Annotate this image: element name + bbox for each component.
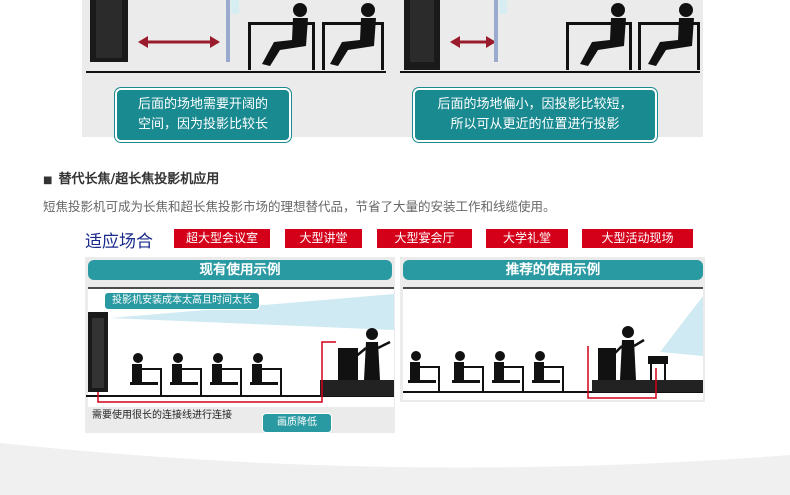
long-throw-callout: 后面的场地需要开阔的 空间，因为投影比较长 xyxy=(115,88,291,142)
venue-tag-4: 大学礼堂 xyxy=(486,229,568,248)
venue-tag-2: 大型讲堂 xyxy=(285,229,362,248)
long-throw-callout-line2: 空间，因为投影比较长 xyxy=(137,117,268,132)
current-example-header: 现有使用示例 xyxy=(88,260,392,280)
cable-length-note: 需要使用很长的连接线进行连接 xyxy=(92,410,232,421)
short-throw-callout-line1: 后面的场地偏小，因投影比较短， xyxy=(437,97,633,112)
venues-label: 适应场合 xyxy=(85,232,153,252)
top-illustration xyxy=(86,0,700,73)
short-throw-projector xyxy=(648,356,668,364)
short-throw-callout: 后面的场地偏小，因投影比较短， 所以可从更近的位置进行投影 xyxy=(413,88,657,142)
long-cable-line xyxy=(97,341,336,403)
quality-drop-note: 画质降低 xyxy=(262,413,332,433)
short-throw-callout-line2: 所以可从更近的位置进行投影 xyxy=(450,117,620,132)
section-title: 替代长焦/超长焦投影机应用 xyxy=(58,172,220,187)
short-cable-line xyxy=(587,346,657,399)
venue-tag-5: 大型活动现场 xyxy=(582,229,693,248)
footer-band xyxy=(0,443,790,495)
recommended-example-header: 推荐的使用示例 xyxy=(403,260,703,280)
section-description: 短焦投影机可成为长焦和超长焦投影市场的理想替代品，节省了大量的安装工作和线缆使用… xyxy=(43,199,556,214)
venue-tag-3: 大型宴会厅 xyxy=(377,229,472,248)
install-cost-note: 投影机安装成本太高且时间太长 xyxy=(104,292,260,310)
bullet-square-icon: ■ xyxy=(43,175,53,186)
long-throw-callout-line1: 后面的场地需要开阔的 xyxy=(137,97,268,112)
venue-tag-1: 超大型会议室 xyxy=(174,229,270,248)
section-heading: ■ 替代长焦/超长焦投影机应用 xyxy=(43,168,219,187)
